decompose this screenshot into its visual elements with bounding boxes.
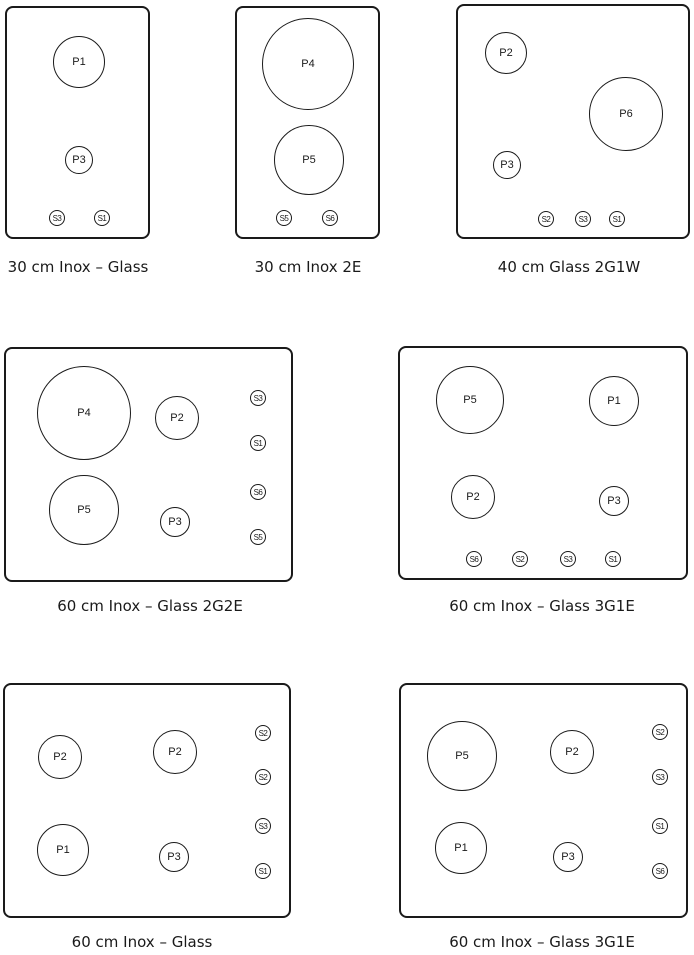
burner: P1 (435, 822, 487, 874)
control-knob: S2 (255, 769, 271, 785)
burner: P3 (160, 507, 190, 537)
burner: P2 (153, 730, 197, 774)
control-knob: S6 (250, 484, 266, 500)
hob-caption: 30 cm Inox 2E (254, 258, 362, 276)
control-knob: S2 (538, 211, 554, 227)
hob-60cm-inox-glass-3g1e: P5 P1 P2 P3 S6 S2 S3 S1 (398, 346, 688, 580)
hob-60cm-inox-glass-3g1e: P5 P2 P1 P3 S2 S3 S1 S6 (399, 683, 688, 918)
burner: P2 (38, 735, 82, 779)
burner: P3 (159, 842, 189, 872)
control-knob: S3 (255, 818, 271, 834)
burner: P4 (37, 366, 131, 460)
hob-30cm-inox-2e: P4 P5 S5 S6 (235, 6, 380, 239)
control-knob: S1 (609, 211, 625, 227)
hob-caption: 60 cm Inox – Glass 3G1E (449, 597, 635, 615)
control-knob: S1 (255, 863, 271, 879)
control-knob: S6 (322, 210, 338, 226)
hob-60cm-inox-glass: P2 P2 P1 P3 S2 S2 S3 S1 (3, 683, 291, 918)
hob-caption: 30 cm Inox – Glass (7, 258, 149, 276)
burner: P5 (436, 366, 504, 434)
burner: P2 (485, 32, 527, 74)
burner: P2 (451, 475, 495, 519)
hob-caption: 60 cm Inox – Glass 2G2E (57, 597, 243, 615)
control-knob: S1 (652, 818, 668, 834)
burner: P5 (427, 721, 497, 791)
burner: P3 (65, 146, 93, 174)
hob-30cm-inox-glass: P1 P3 S3 S1 (5, 6, 150, 239)
burner: P3 (493, 151, 521, 179)
hob-caption: 60 cm Inox – Glass 3G1E (449, 933, 635, 951)
control-knob: S3 (652, 769, 668, 785)
burner: P1 (37, 824, 89, 876)
burner: P4 (262, 18, 354, 110)
control-knob: S2 (652, 724, 668, 740)
control-knob: S3 (560, 551, 576, 567)
burner: P2 (155, 396, 199, 440)
control-knob: S6 (652, 863, 668, 879)
hob-caption: 40 cm Glass 2G1W (497, 258, 641, 276)
control-knob: S3 (49, 210, 65, 226)
control-knob: S6 (466, 551, 482, 567)
burner: P3 (599, 486, 629, 516)
hob-60cm-inox-glass-2g2e: P4 P2 P5 P3 S3 S1 S6 S5 (4, 347, 293, 582)
burner: P6 (589, 77, 663, 151)
control-knob: S5 (250, 529, 266, 545)
burner: P3 (553, 842, 583, 872)
burner: P1 (53, 36, 105, 88)
control-knob: S3 (575, 211, 591, 227)
control-knob: S1 (250, 435, 266, 451)
control-knob: S5 (276, 210, 292, 226)
burner: P5 (49, 475, 119, 545)
control-knob: S3 (250, 390, 266, 406)
hob-caption: 60 cm Inox – Glass (71, 933, 213, 951)
control-knob: S2 (255, 725, 271, 741)
burner: P1 (589, 376, 639, 426)
control-knob: S1 (605, 551, 621, 567)
hob-40cm-glass-2g1w: P2 P6 P3 S2 S3 S1 (456, 4, 690, 239)
burner: P5 (274, 125, 344, 195)
control-knob: S2 (512, 551, 528, 567)
burner: P2 (550, 730, 594, 774)
control-knob: S1 (94, 210, 110, 226)
